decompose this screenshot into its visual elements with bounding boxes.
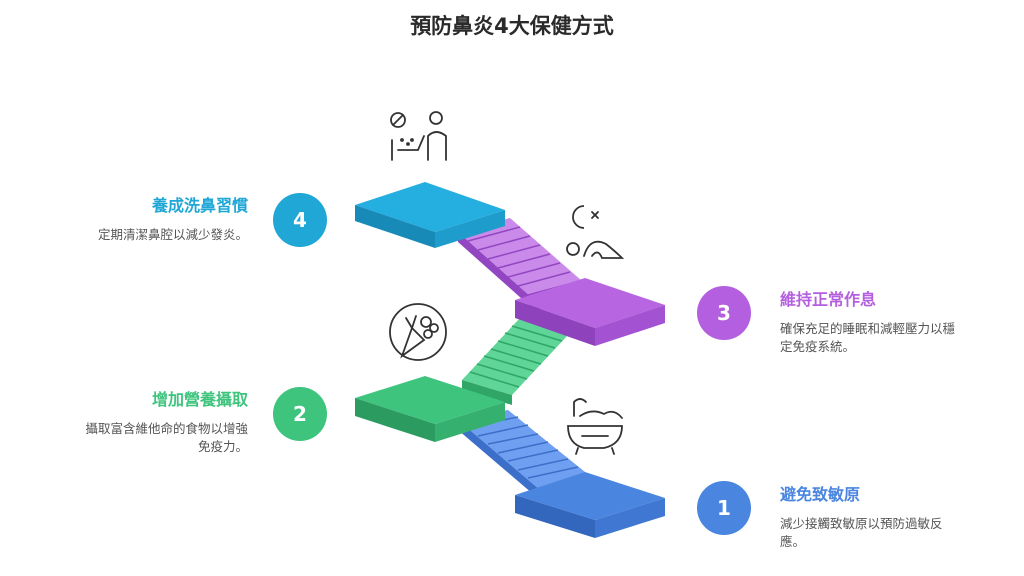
step-1-desc: 減少接觸致敏原以預防過敏反應。 bbox=[780, 516, 943, 549]
step-1-badge: 1 bbox=[697, 481, 751, 535]
sleep-icon bbox=[566, 205, 625, 259]
step-4-desc: 定期清潔鼻腔以減少發炎。 bbox=[97, 227, 248, 242]
step-3-badge: 3 bbox=[697, 286, 751, 340]
step-2-title: 增加營養攝取 bbox=[151, 390, 248, 409]
step-2-badge: 2 bbox=[273, 387, 327, 441]
step-3-desc: 確保充足的睡眠和減輕壓力以穩定免疫系統。 bbox=[780, 321, 956, 354]
platform-2 bbox=[355, 376, 505, 442]
diagram-title: 預防鼻炎4大保健方式 bbox=[410, 14, 614, 38]
vegetables-icon bbox=[389, 303, 447, 361]
step-1-title: 避免致敏原 bbox=[780, 485, 861, 504]
nasal-wash-icon bbox=[390, 111, 447, 161]
platform-4 bbox=[355, 182, 505, 248]
step-3-title: 維持正常作息 bbox=[780, 290, 877, 309]
platform-1 bbox=[515, 472, 665, 538]
stairs-green bbox=[462, 318, 568, 405]
step-4-title: 養成洗鼻習慣 bbox=[151, 196, 248, 215]
platform-3 bbox=[515, 278, 665, 346]
stairs-purple bbox=[458, 218, 590, 315]
step-2-desc: 攝取富含維他命的食物以增強免疫力。 bbox=[85, 421, 248, 454]
step-4-badge: 4 bbox=[273, 193, 327, 247]
bathtub-icon bbox=[567, 398, 623, 455]
